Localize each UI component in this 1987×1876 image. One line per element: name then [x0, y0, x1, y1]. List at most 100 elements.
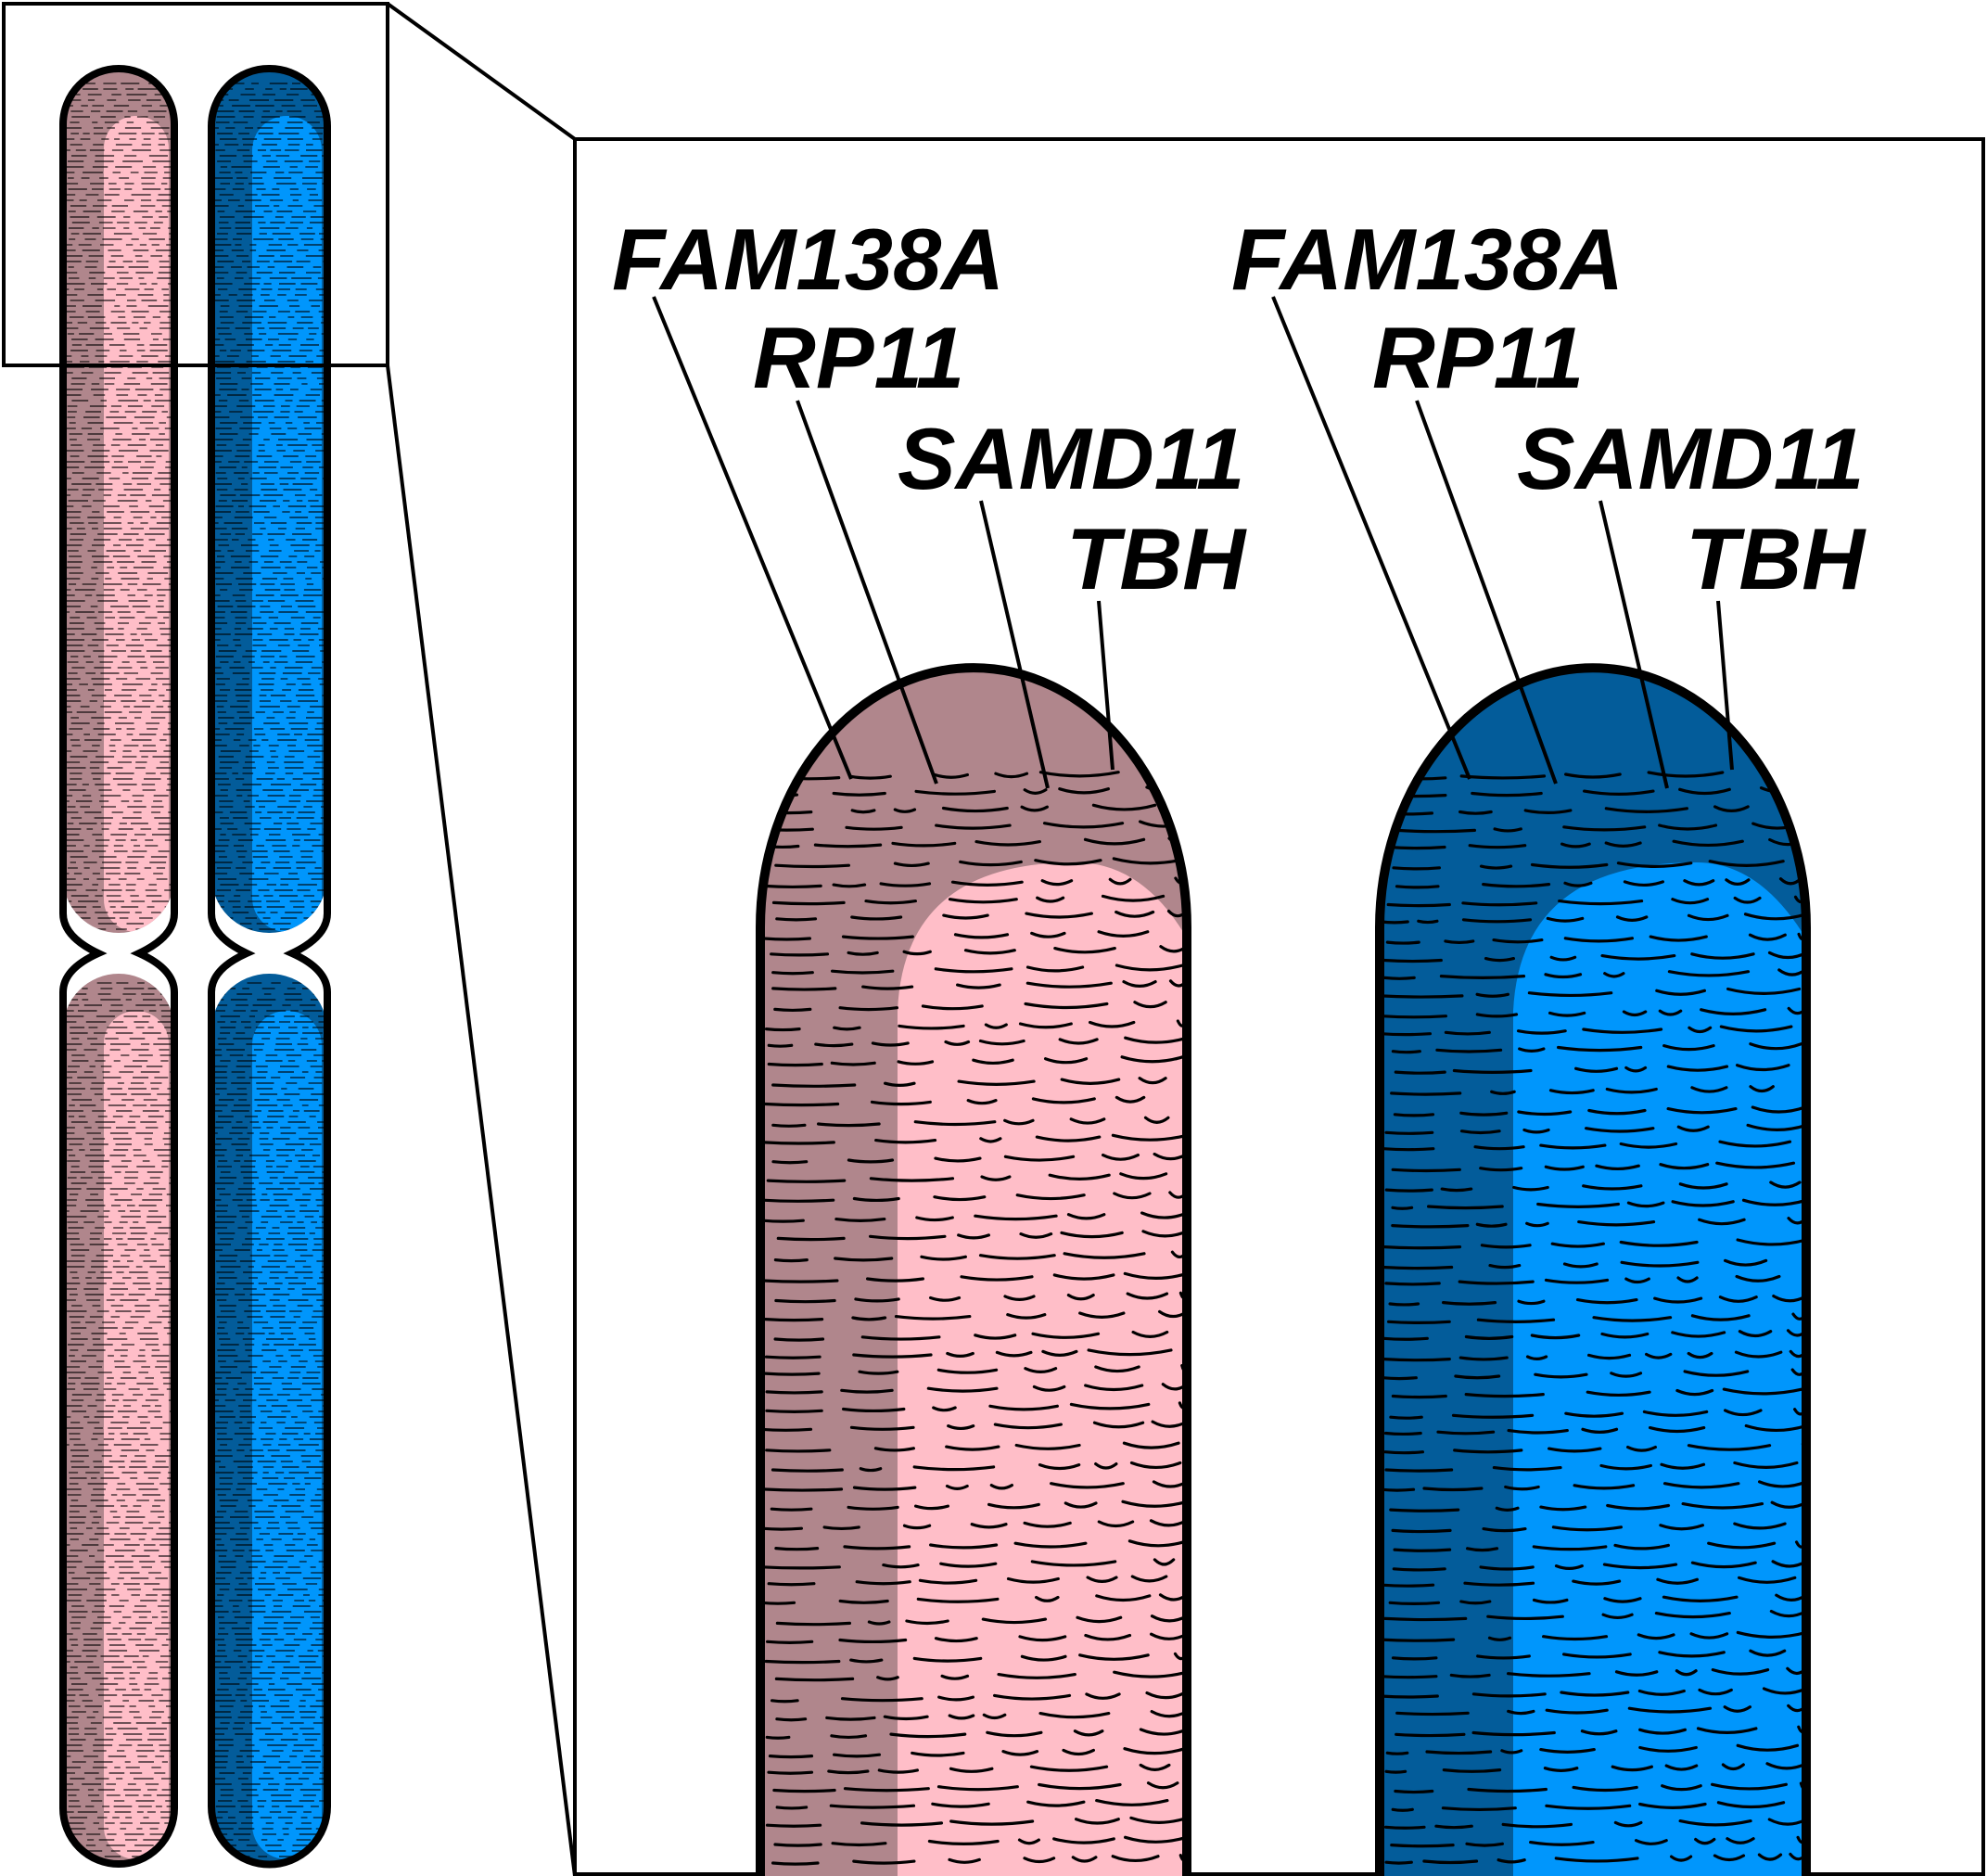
hatch-mark: [942, 913, 989, 920]
hatch-mark: [1522, 1128, 1550, 1134]
hatch-mark: [931, 1802, 990, 1808]
hatch-mark: [929, 1295, 962, 1302]
hatch-mark: [1604, 841, 1642, 848]
hatch-mark: [1548, 1011, 1586, 1017]
hatch-mark: [1475, 1013, 1519, 1018]
hatch-mark: [1384, 1282, 1441, 1286]
hatch-mark: [1530, 862, 1609, 869]
hatch-mark: [1749, 1042, 1803, 1051]
hatch-mark: [1736, 1238, 1806, 1246]
hatch-mark: [859, 1467, 883, 1473]
hatch-mark: [1532, 1598, 1569, 1604]
hatch-mark: [850, 809, 876, 814]
hatch-mark: [1380, 1487, 1416, 1492]
hatch-mark: [1690, 1314, 1751, 1321]
hatch-mark: [1599, 1463, 1652, 1471]
hatch-mark: [847, 1505, 899, 1511]
hatch-mark: [1661, 1784, 1702, 1792]
hatch-mark: [1582, 1027, 1663, 1034]
hatch-mark: [1382, 1358, 1451, 1362]
hatch-mark: [1595, 1164, 1640, 1171]
hatch-mark: [1500, 1749, 1523, 1755]
hatch-mark: [1035, 1595, 1060, 1602]
hatch-mark: [1040, 879, 1074, 887]
hatch-mark: [1529, 1841, 1595, 1846]
hatch-mark: [1383, 1825, 1426, 1830]
hatch-mark: [848, 774, 892, 780]
hatch-mark: [1735, 1274, 1781, 1283]
hatch-mark: [841, 935, 914, 940]
hatch-mark: [822, 1525, 860, 1531]
hatch-mark: [932, 1406, 957, 1412]
hatch-mark: [1736, 1630, 1806, 1639]
hatch-mark: [1722, 1387, 1804, 1396]
hatch-mark: [1385, 940, 1420, 945]
hatch-mark: [1649, 1426, 1706, 1434]
hatch-mark: [1615, 915, 1649, 922]
hatch-mark: [1471, 791, 1543, 798]
hatch-mark: [905, 1619, 949, 1626]
hatch-mark: [1659, 1524, 1704, 1531]
hatch-mark: [993, 1423, 1063, 1430]
hatch-mark: [1026, 1800, 1086, 1807]
hatch-mark: [1459, 1600, 1492, 1605]
hatch-mark: [1094, 1462, 1118, 1470]
hatch-mark: [1436, 1430, 1496, 1436]
hatch-mark: [1611, 1765, 1653, 1772]
hatch-mark: [1726, 987, 1802, 995]
hatch-mark: [945, 1445, 1000, 1451]
hatch-mark: [989, 1484, 1013, 1490]
hatch-mark: [936, 1785, 1019, 1792]
hatch-mark: [1708, 860, 1785, 867]
hatch-mark: [1497, 1858, 1526, 1864]
hatch-mark: [1461, 901, 1538, 907]
hatch-mark: [1545, 1708, 1609, 1715]
hatch-mark: [937, 1695, 974, 1702]
hatch-mark: [1530, 1334, 1581, 1340]
hatch-mark: [1138, 1077, 1167, 1085]
hatch-mark: [1696, 1727, 1758, 1734]
hatch-mark: [1507, 1429, 1569, 1435]
hatch-mark: [1542, 1635, 1609, 1641]
hatch-mark: [1425, 1750, 1493, 1755]
hatch-mark: [1017, 1838, 1040, 1845]
hatch-mark: [1394, 1789, 1434, 1794]
hatch-mark: [1476, 1318, 1556, 1323]
hatch-mark: [944, 1040, 971, 1046]
leader-line-samd11: [1599, 500, 1669, 789]
hatch-mark: [1733, 1522, 1787, 1530]
hatch-mark: [1020, 1654, 1067, 1662]
gene-labels-blue: FAM138A RP11 SAMD11 TBH: [1231, 211, 1866, 789]
hatch-mark: [765, 1823, 822, 1828]
hatch-mark: [982, 1713, 1007, 1720]
hatch-mark: [1020, 805, 1049, 812]
hatch-mark: [1687, 1351, 1713, 1359]
hatch-mark: [1025, 965, 1085, 973]
hatch-mark: [1384, 1860, 1413, 1865]
hatch-mark: [995, 1350, 1033, 1358]
hatch-mark: [1391, 1807, 1414, 1812]
hatch-mark: [1075, 1818, 1120, 1825]
hatch-mark: [1507, 1672, 1591, 1678]
blue-chromosome-zoomed: [1375, 663, 1811, 1876]
hatch-mark: [1690, 1086, 1728, 1093]
hatch-mark: [959, 860, 1023, 867]
hatch-mark: [1738, 1576, 1797, 1584]
hatch-mark: [838, 1006, 898, 1012]
hatch-mark: [1690, 952, 1755, 960]
hatch-mark: [1564, 1411, 1624, 1418]
hatch-mark: [893, 808, 917, 813]
pink-chromosome-full: [59, 64, 178, 1868]
hatch-mark: [1064, 1501, 1098, 1509]
hatch-mark: [1391, 1528, 1452, 1534]
hatch-mark: [1451, 1413, 1535, 1419]
hatch-mark: [1058, 787, 1110, 795]
hatch-mark: [1713, 805, 1750, 812]
hatch-mark: [834, 1257, 894, 1262]
hatch-mark: [1581, 1427, 1619, 1434]
hatch-mark: [1381, 1376, 1418, 1381]
hatch-mark: [833, 1026, 861, 1031]
hatch-mark: [774, 1547, 820, 1551]
hatch-mark: [918, 1578, 978, 1585]
